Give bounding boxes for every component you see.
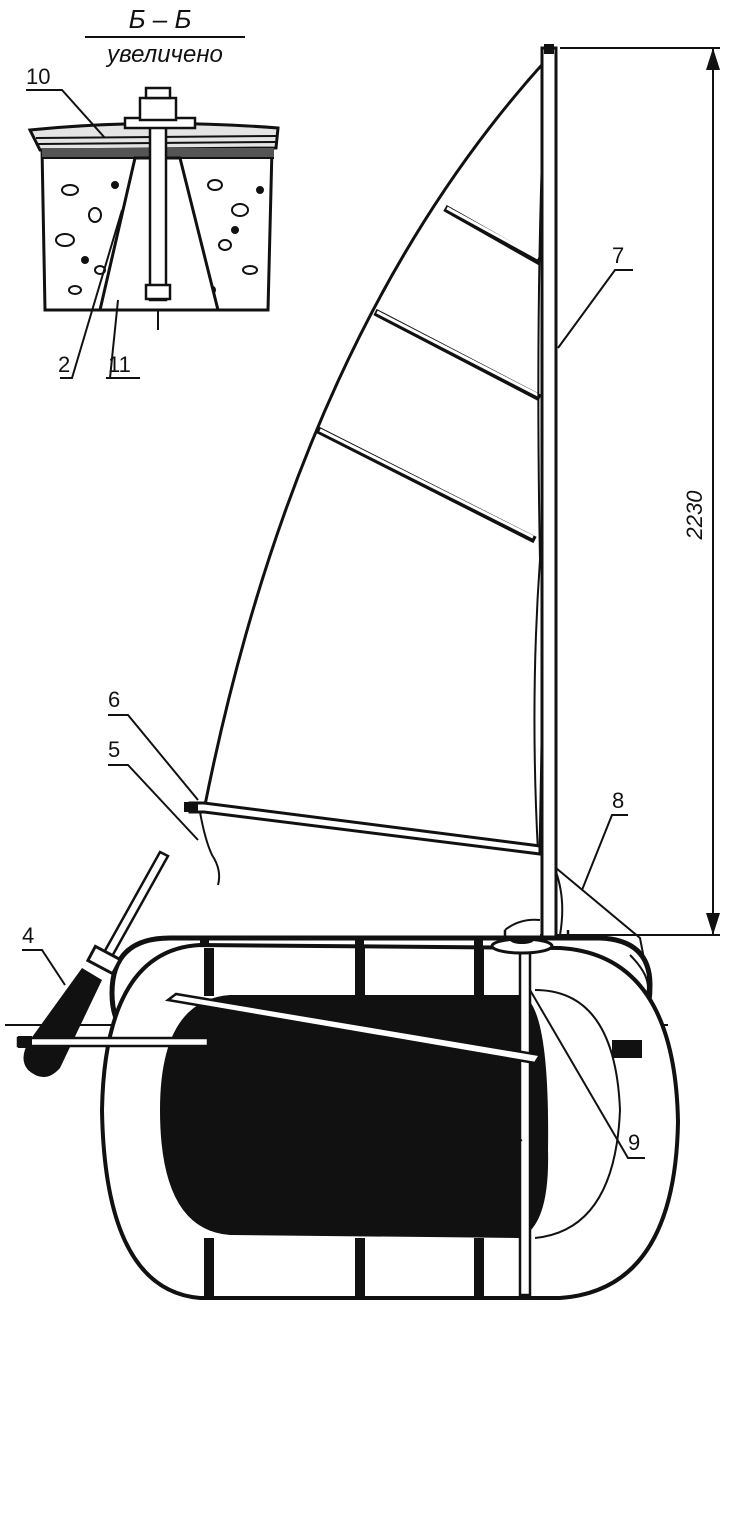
paddle (23, 850, 170, 1078)
callout-1: 1 (462, 1130, 474, 1155)
callout-9: 9 (628, 1130, 640, 1155)
section-detail: Б – Б увеличено 10 2 (26, 4, 280, 379)
detail-bolt (148, 118, 168, 302)
callout-4: 4 (22, 923, 34, 948)
callout-3: 3 (210, 1130, 222, 1155)
section-subtitle: увеличено (105, 41, 223, 68)
paddle-blade (23, 968, 103, 1078)
callout-2: 2 (335, 1130, 347, 1155)
sail-rig (184, 44, 651, 991)
plan-boom (164, 992, 543, 1065)
hull-plan (16, 936, 681, 1300)
callout-detail-2: 2 (58, 352, 70, 377)
dimension-2230: 2230 (682, 490, 707, 541)
callout-7: 7 (612, 243, 624, 268)
plan-paddle (16, 1036, 210, 1048)
callout-8: 8 (612, 788, 624, 813)
mast (540, 46, 558, 940)
callout-10: 10 (26, 64, 50, 89)
callout-6: 6 (108, 687, 120, 712)
callouts: 7 6 5 8 4 3 2 1 9 (22, 243, 645, 1159)
section-title: Б – Б (129, 4, 192, 34)
mast-step-bar (518, 948, 532, 1297)
sheet-rope (199, 811, 221, 886)
mast-dimension: 2230 (540, 47, 720, 936)
plan-floor (160, 995, 549, 1238)
callout-5: 5 (108, 737, 120, 762)
detail-nut (138, 96, 178, 122)
callout-11: 11 (108, 352, 131, 377)
